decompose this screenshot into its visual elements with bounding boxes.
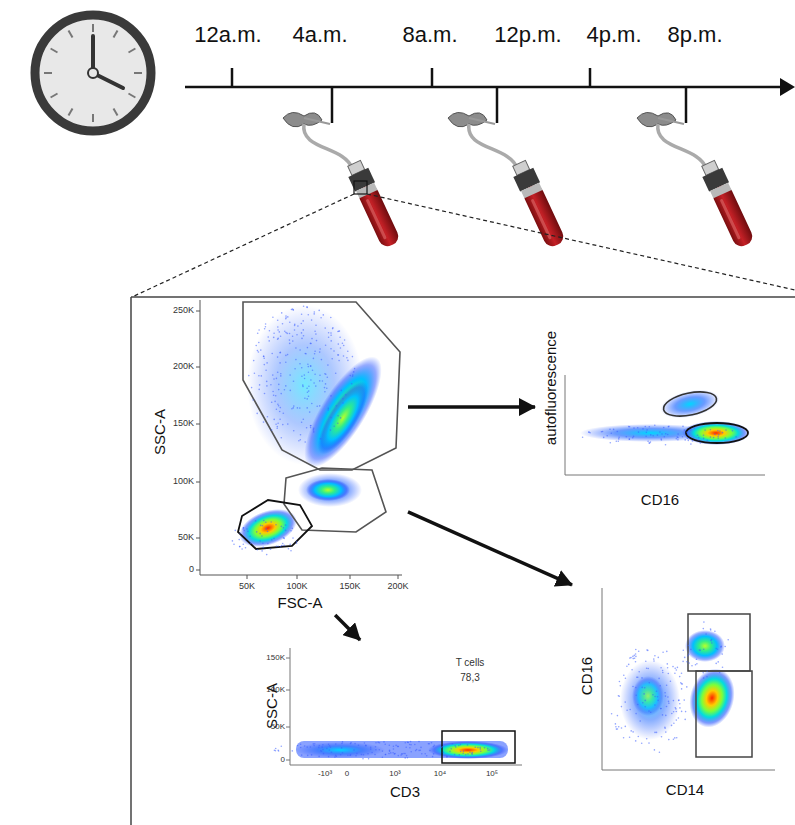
scatter-plot — [196, 300, 402, 579]
axis-label: autofluorescence — [543, 331, 560, 445]
tick-label: 0 — [345, 770, 349, 779]
tick-label: 150K — [173, 419, 194, 429]
zoom-panel — [131, 297, 795, 825]
axis-label: CD3 — [390, 784, 420, 801]
tick-label: 0 — [189, 565, 194, 575]
plot-panel: CD16CD14 — [572, 575, 777, 800]
tick-label: T cells — [456, 657, 485, 668]
tick-label: 0 — [281, 756, 285, 765]
tick-label: 50K — [178, 533, 194, 543]
timeline-arrowhead — [780, 78, 795, 96]
time-label: 8a.m. — [402, 23, 457, 47]
blood-tube-icon — [448, 112, 567, 249]
axis-label: SSC-A — [152, 409, 169, 455]
event-dots — [232, 305, 737, 759]
plot-panel: SSC-ACD3 — [258, 640, 528, 805]
tick-label: 50K — [239, 582, 255, 592]
tick-label: 100K — [286, 582, 307, 592]
plot-panel: SSC-A FSC-A — [140, 297, 408, 615]
tick-label: -10³ — [318, 770, 332, 779]
axis-label: CD16 — [641, 492, 679, 509]
tick-label: 100K — [173, 477, 194, 487]
axis-label: CD14 — [666, 782, 704, 799]
axis-label: CD16 — [579, 657, 596, 695]
tick-label: 50K — [271, 723, 285, 732]
cd3-plot — [286, 648, 522, 765]
time-label: 12p.m. — [494, 23, 561, 47]
clock-icon — [35, 15, 151, 131]
tick-label: 200K — [173, 362, 194, 372]
zoom-box — [354, 181, 367, 194]
tick-label: 10³ — [389, 770, 401, 779]
blood-tube-icon — [283, 112, 402, 249]
tick-label: 78,3 — [460, 672, 479, 683]
time-label: 12a.m. — [194, 23, 261, 47]
cd14-plot — [602, 588, 775, 770]
time-label: 8p.m. — [667, 23, 722, 47]
blood-tube-icon — [637, 112, 756, 249]
gate-arrow — [408, 405, 535, 409]
tick-label: 250K — [173, 306, 194, 316]
plot-panel: autofluorescenceCD16 — [535, 322, 770, 517]
tick-label: 150K — [339, 582, 360, 592]
tick-label: 10⁴ — [434, 770, 446, 779]
tick-label: 150K — [266, 654, 285, 663]
tick-label: 100K — [266, 686, 285, 695]
cd16-plot — [565, 375, 765, 475]
time-label: 4p.m. — [586, 23, 641, 47]
axis-label: FSC-A — [278, 595, 323, 612]
tick-label: 10⁵ — [486, 770, 498, 779]
zoom-lines — [132, 194, 795, 297]
timeline-axis — [185, 68, 784, 123]
gate-arrow — [408, 512, 572, 585]
gate-arrow — [335, 615, 360, 640]
tick-label: 200K — [387, 582, 408, 592]
time-label: 4a.m. — [292, 23, 347, 47]
